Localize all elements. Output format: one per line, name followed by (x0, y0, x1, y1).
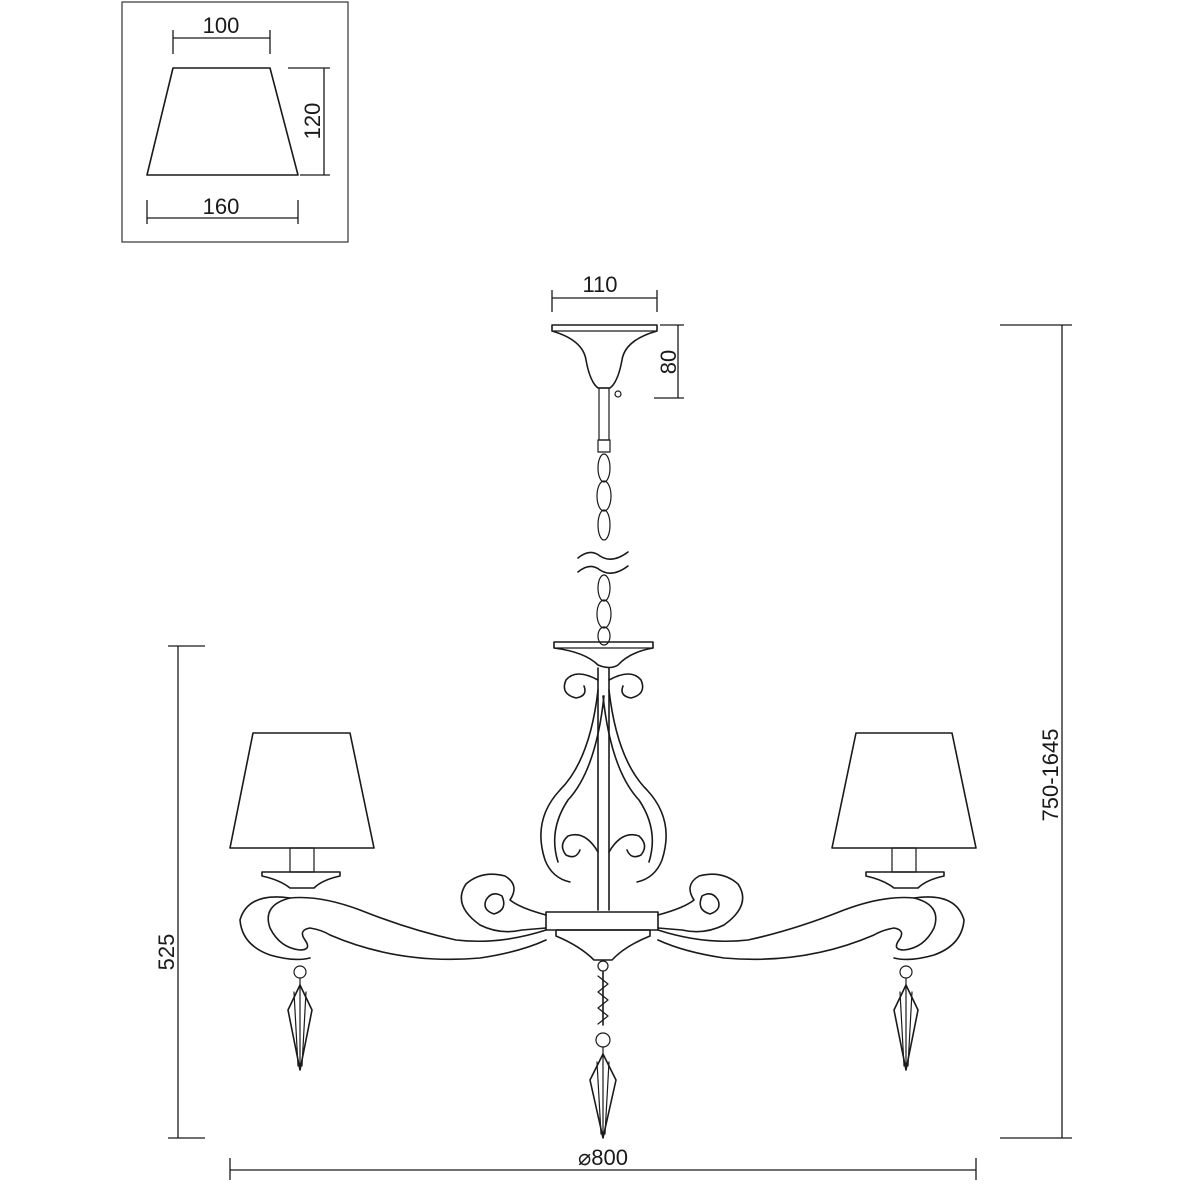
canopy-width-label: 110 (582, 272, 617, 297)
center-crystal-pendant (589, 971, 617, 1139)
shade-height-label: 120 (300, 103, 325, 140)
right-lyre-scroll (608, 673, 667, 883)
shade-detail-inset: 100 120 160 (121, 1, 349, 243)
diameter-label: ⌀800 (578, 1145, 628, 1170)
inset-frame (121, 1, 349, 243)
right-crystal-pendant (893, 965, 919, 1071)
shade-profile (146, 67, 299, 176)
shade-bottom-width-dimension: 160 (146, 194, 299, 224)
canopy-height-label: 80 (656, 350, 681, 374)
suspension-rod (598, 387, 610, 441)
overall-height-label: 750-1645 (1038, 729, 1063, 822)
left-arm (239, 847, 547, 961)
body-height-label: 525 (154, 934, 179, 971)
shade-top-width-dimension: 100 (172, 13, 271, 54)
right-arm (657, 847, 965, 961)
shade-bottom-width-label: 160 (203, 194, 240, 219)
diameter-dimension: ⌀800 (229, 1145, 977, 1180)
shade-top-width-label: 100 (203, 13, 240, 38)
shade-height-dimension: 120 (288, 67, 330, 176)
left-lyre-scroll (540, 673, 599, 883)
left-crystal-pendant (287, 965, 313, 1071)
upper-hub (540, 641, 667, 911)
lower-hub (545, 911, 659, 972)
overall-height-dimension: 750-1645 (1000, 324, 1072, 1139)
canopy-body (551, 324, 658, 389)
right-lampshade (831, 732, 977, 849)
left-lampshade (229, 732, 375, 849)
canopy: 110 80 (551, 272, 684, 399)
canopy-width-dimension: 110 (551, 272, 658, 312)
suspension-chain (577, 387, 629, 646)
chain-break-symbol (577, 551, 629, 560)
body-height-dimension: 525 (154, 645, 205, 1139)
canopy-height-dimension: 80 (654, 324, 684, 399)
